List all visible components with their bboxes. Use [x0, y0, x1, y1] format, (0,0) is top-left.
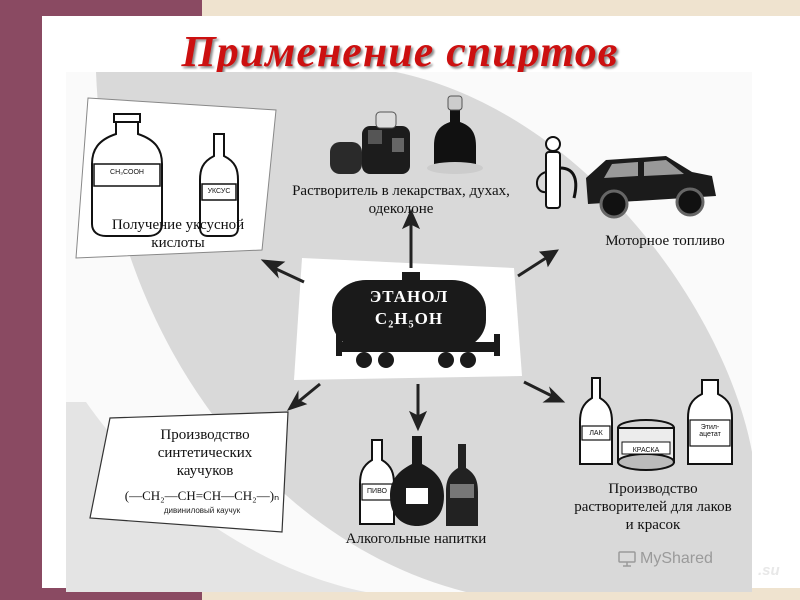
ethanol-center-label: ЭТАНОЛ C₂H₅OH: [346, 286, 472, 330]
rubber-box: [89, 411, 289, 533]
ethanol-name: ЭТАНОЛ: [369, 287, 449, 306]
fuel-pump-and-car-icon: [536, 136, 716, 219]
small-bottle-label: УКСУС: [207, 188, 231, 195]
paint-solvent-containers-icon: [579, 377, 733, 471]
arrows: [260, 208, 566, 432]
ethyl-acetate-label: Этил-ацетат: [699, 424, 721, 438]
acetic-acid-bottles-icon: [91, 113, 239, 237]
synthetic-rubber-label: Производство синтетических каучуков: [157, 427, 253, 479]
left-accent-bar: [0, 0, 42, 600]
myshared-watermark: MyShared: [640, 550, 713, 567]
solvent-medicine-label: Растворитель в лекарствах, духах, одекол…: [292, 183, 510, 217]
top-beige-bar: [202, 0, 800, 16]
big-bottle-label: CH₃COOH: [110, 169, 144, 176]
myshared-logo-icon: [618, 551, 636, 567]
paint-can-label: КРАСКА: [632, 447, 660, 454]
ethanol-formula: C₂H₅OH: [374, 309, 444, 328]
rubber-formula-note: дивиниловый каучук: [163, 506, 241, 515]
motor-fuel-label: Моторное топливо: [605, 233, 725, 249]
drink-bottle-label: ПИВО: [367, 488, 387, 495]
paint-solvents-label: Производство растворителей для лаков и к…: [574, 481, 732, 533]
background-band-lower: [66, 402, 366, 592]
lacquer-label: ЛАК: [589, 430, 603, 437]
rubber-formula: (—CH₂—CH=CH—CH₂—)ₙ: [124, 488, 280, 503]
slide-title: Применение спиртов: [181, 27, 619, 76]
acetic-acid-label: Получение уксусной кислоты: [111, 217, 245, 251]
perfume-bottles-icon: [330, 95, 483, 174]
top-accent-bar: [42, 0, 202, 16]
su-watermark: .su: [758, 562, 780, 579]
alcohol-bottles-icon: [359, 436, 478, 526]
tank-car-icon: [332, 272, 500, 368]
alcoholic-drinks-label: Алкогольные напитки: [345, 531, 487, 547]
ethanol-uses-diagram: [66, 72, 752, 592]
